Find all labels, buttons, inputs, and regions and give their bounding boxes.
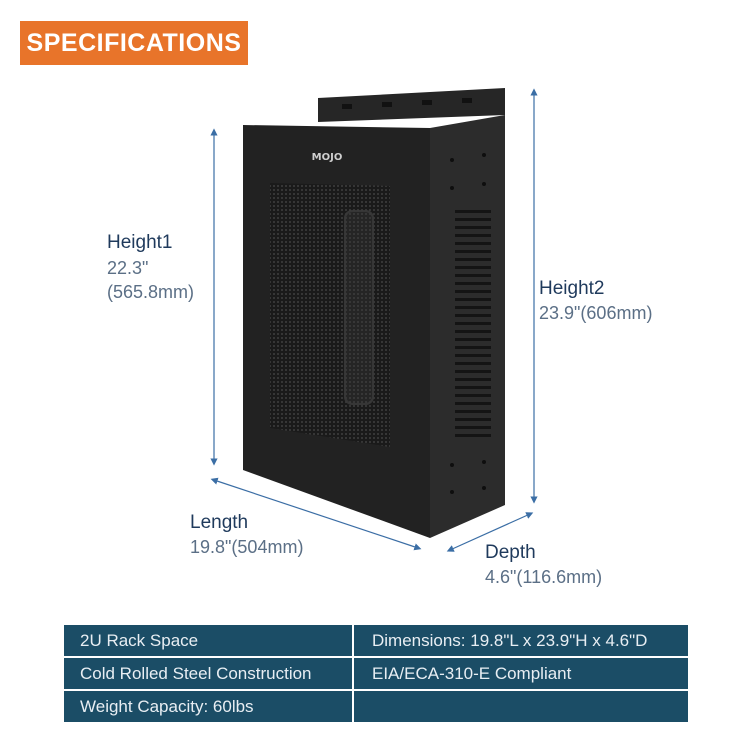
specifications-banner: SPECIFICATIONS [20,21,248,65]
height2-value: 23.9"(606mm) [539,303,653,323]
table-cell: Cold Rolled Steel Construction [62,656,354,691]
height1-label: Height1 [107,232,173,253]
table-cell: Weight Capacity: 60lbs [62,689,354,724]
depth-label: Depth [485,542,536,563]
brand-logo: MOJO [312,152,343,163]
length-value: 19.8"(504mm) [190,537,304,557]
banner-title: SPECIFICATIONS [26,28,242,57]
side-panel [430,115,505,538]
length-label: Length [190,512,249,533]
table-row: Cold Rolled Steel Construction EIA/ECA-3… [62,656,690,691]
table-cell: 2U Rack Space [62,623,354,658]
mounting-plate [318,88,505,122]
depth-dimension-line [446,512,534,552]
table-cell [352,689,690,724]
table-row: Weight Capacity: 60lbs [62,689,690,724]
height1-value-mm: (565.8mm) [107,282,195,302]
table-row: 2U Rack Space Dimensions: 19.8"L x 23.9"… [62,623,690,658]
front-door: MOJO [243,125,430,538]
height2-label: Height2 [539,278,605,299]
length-dimension-line [210,477,422,551]
depth-value: 4.6"(116.6mm) [485,567,603,587]
height1-value-inch: 22.3" [107,258,149,278]
table-cell: EIA/ECA-310-E Compliant [352,656,690,691]
specifications-table: 2U Rack Space Dimensions: 19.8"L x 23.9"… [62,623,690,724]
table-cell: Dimensions: 19.8"L x 23.9"H x 4.6"D [352,623,690,658]
